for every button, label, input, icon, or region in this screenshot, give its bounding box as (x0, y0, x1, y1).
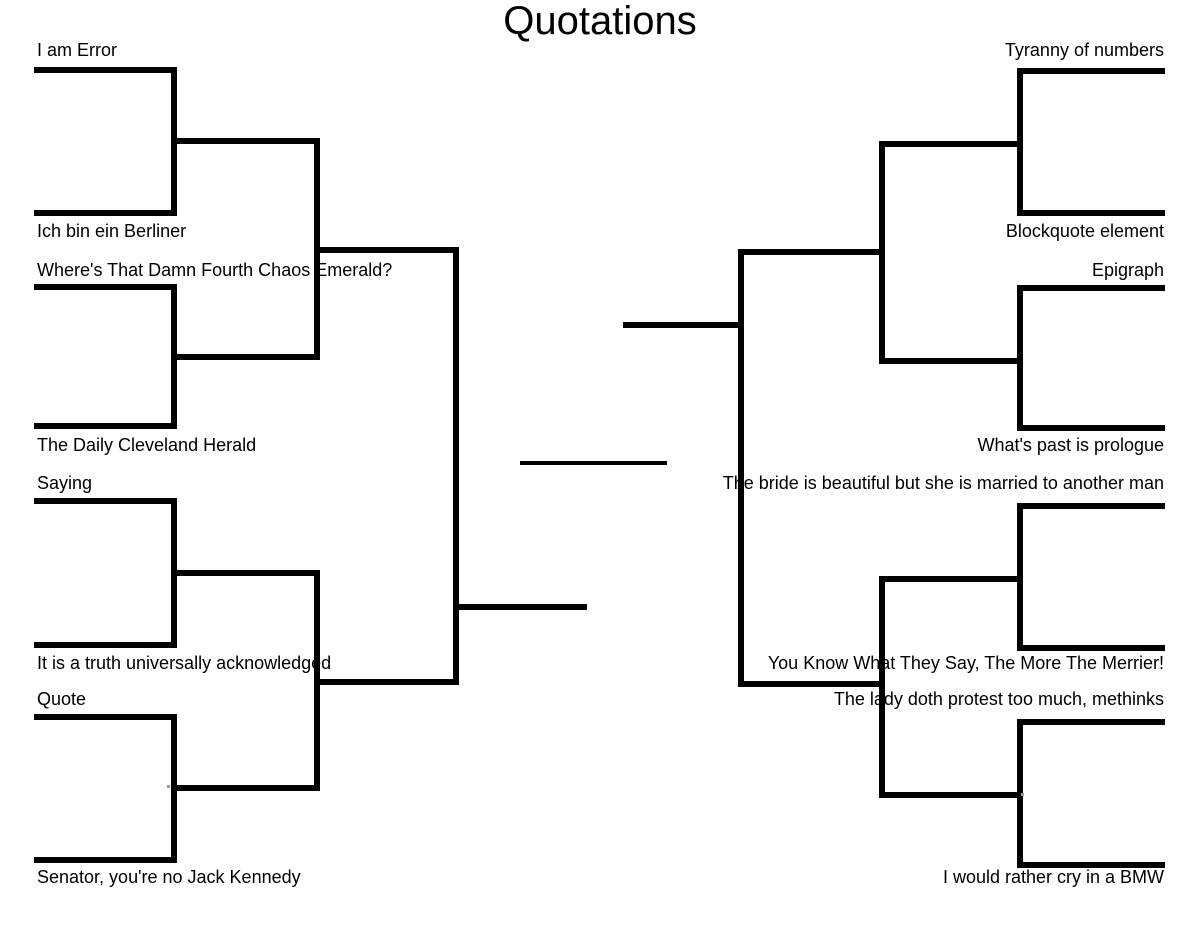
left-final-winner-line (453, 604, 587, 610)
entrant-label-right-8: I would rather cry in a BMW (942, 867, 1164, 887)
entrant-label-left-3: Where's That Damn Fourth Chaos Emerald? (37, 260, 393, 280)
left-match3-winner-line (171, 570, 319, 576)
left-match4-bottom-line (34, 857, 177, 863)
right-final-vline (738, 249, 744, 687)
right-final-winner-line (623, 322, 744, 328)
right-semi2-vline (879, 576, 885, 798)
entrant-label-right-6: You Know What They Say, The More The Mer… (767, 653, 1164, 673)
left-match4-top-line (34, 714, 177, 720)
right-match2-bottom-line (1017, 425, 1165, 431)
left-match1-top-line (34, 67, 177, 73)
entrant-label-right-4: What's past is prologue (977, 435, 1164, 455)
right-match3-top-line (1017, 503, 1165, 509)
entrant-label-left-7: Quote (37, 689, 87, 709)
entrant-label-right-5: The bride is beautiful but she is marrie… (722, 473, 1164, 493)
left-match4-winner-line (171, 785, 319, 791)
left-match3-top-line (34, 498, 177, 504)
left-final-vline (453, 247, 459, 685)
entrant-label-left-2: Ich bin ein Berliner (37, 221, 187, 241)
right-match4-top-line (1017, 719, 1165, 725)
right-semi1-winner-line (738, 249, 885, 255)
right-match1-top-line (1017, 68, 1165, 74)
right-semi2-winner-line (738, 681, 885, 687)
page-title: Quotations (503, 0, 697, 43)
entrant-label-left-1: I am Error (37, 40, 118, 60)
entrant-label-right-1: Tyranny of numbers (1004, 40, 1164, 60)
left-semi2-winner-line (314, 679, 459, 685)
entrant-label-left-4: The Daily Cleveland Herald (37, 435, 257, 455)
right-match1-bottom-line (1017, 210, 1165, 216)
right-match2-top-line (1017, 285, 1165, 291)
artifact-speck-left (167, 785, 170, 788)
left-match3-bottom-line (34, 642, 177, 648)
entrant-label-left-6: It is a truth universally acknowledged (37, 653, 332, 673)
entrant-label-right-3: Epigraph (1091, 260, 1164, 280)
right-match4-winner-line (879, 792, 1023, 798)
right-match1-winner-line (879, 141, 1023, 147)
left-match2-bottom-line (34, 423, 177, 429)
right-match3-winner-line (879, 576, 1023, 582)
entrant-label-right-2: Blockquote element (1005, 221, 1164, 241)
championship-line (520, 461, 667, 465)
entrant-label-left-5: Saying (37, 473, 93, 493)
right-match4-bottom-line (1017, 862, 1165, 868)
left-match1-bottom-line (34, 210, 177, 216)
entrant-label-left-8: Senator, you're no Jack Kennedy (37, 867, 301, 887)
left-semi1-winner-line (314, 247, 459, 253)
artifact-speck-right (1021, 793, 1024, 796)
left-match2-winner-line (171, 354, 319, 360)
right-match2-winner-line (879, 358, 1023, 364)
left-match2-top-line (34, 284, 177, 290)
right-match3-bottom-line (1017, 645, 1165, 651)
entrant-label-right-7: The lady doth protest too much, methinks (833, 689, 1164, 709)
left-match1-winner-line (171, 138, 319, 144)
